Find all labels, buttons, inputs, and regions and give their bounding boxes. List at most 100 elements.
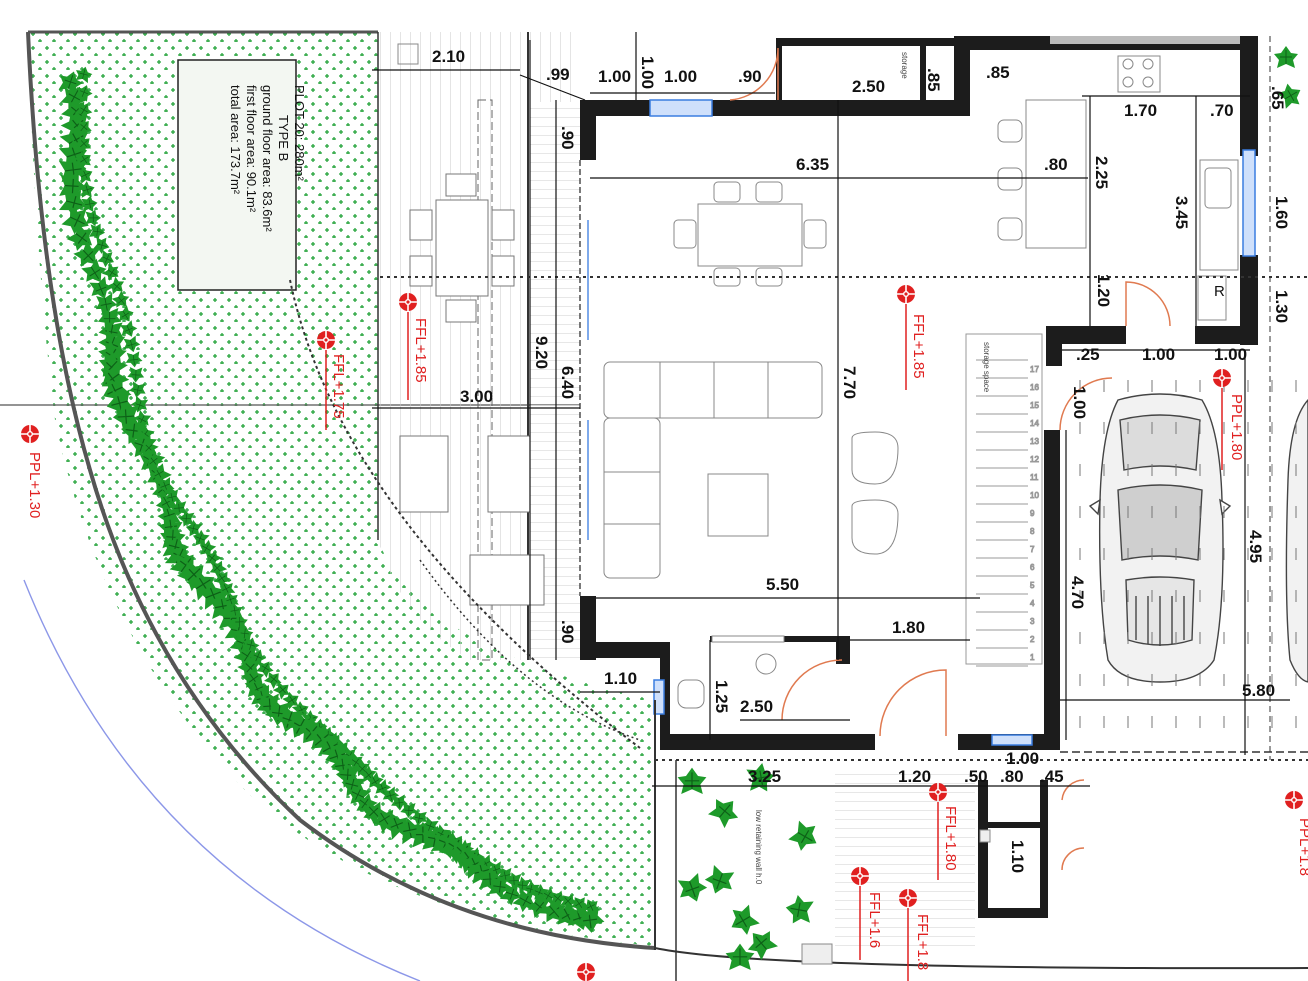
room-labels: storage storage space R low retaining wa… [754, 52, 1225, 885]
hedge-leaf [704, 791, 745, 832]
hedge-leaf [785, 816, 825, 857]
svg-text:FFL+1.85: FFL+1.85 [910, 314, 927, 379]
site-lines [289, 36, 1308, 981]
stair-number: 10 [1030, 491, 1039, 500]
dim-85-b: .85 [986, 63, 1010, 82]
dim-1-00-f: 1.00 [1006, 749, 1039, 768]
level-marker-garden: FFL+1.75 [316, 330, 347, 430]
ground-floor-area: ground floor area: 83.6m² [260, 85, 275, 232]
dimension-labels: 2.10 .99 1.00 1.00 .90 2.50 .85 1.70 .70… [432, 47, 1291, 873]
stair-frame [965, 333, 1043, 665]
stair-number: 13 [1030, 437, 1039, 446]
dim-1-00-d: 1.00 [1142, 345, 1175, 364]
car [1088, 393, 1232, 683]
dim-1-60: 1.60 [1272, 196, 1291, 229]
window-sill [1050, 36, 1240, 44]
level-marker-steps-1: FFL+1.6 [850, 866, 883, 960]
svg-text:FFL+1.80: FFL+1.80 [942, 806, 959, 871]
dim-65: .65 [1268, 86, 1287, 110]
dim-1-10: 1.10 [604, 669, 637, 688]
doors [729, 47, 1171, 871]
terrace-deck [377, 32, 580, 661]
level-marker-living: FFL+1.85 [896, 284, 927, 390]
svg-text:FFL+1.75: FFL+1.75 [330, 354, 347, 419]
stair-number: 3 [1030, 617, 1035, 626]
dim-6-40: 6.40 [558, 366, 577, 399]
dim-1-30: 1.30 [1272, 290, 1291, 323]
stair-number: 7 [1030, 545, 1035, 554]
dim-1-70: 1.70 [1124, 101, 1157, 120]
level-marker-right: PPL+1.8 [1284, 790, 1308, 876]
level-markers: FFL+1.85 FFL+1.75 FFL+1.85 PPL+1.30 PPL+… [20, 284, 1308, 981]
dim-7-70: 7.70 [840, 366, 859, 399]
dim-3-45: 3.45 [1172, 196, 1191, 229]
stair-number: 1 [1030, 653, 1035, 662]
dim-4-70: 4.70 [1068, 576, 1087, 609]
dim-50: .50 [964, 767, 988, 786]
storage-space-label: storage space [982, 342, 991, 393]
stair-number: 2 [1030, 635, 1035, 644]
dim-9-20: 9.20 [532, 336, 551, 369]
stair-number: 17 [1030, 365, 1039, 374]
dim-3-25: 3.25 [748, 767, 781, 786]
dim-90-c: .90 [558, 620, 577, 644]
dim-70: .70 [1210, 101, 1234, 120]
dim-90-b: .90 [558, 126, 577, 150]
hedge-leaf [676, 766, 708, 795]
dim-4-95: 4.95 [1246, 530, 1265, 563]
dim-25: .25 [1076, 345, 1100, 364]
dim-1-20-v: 1.20 [1094, 274, 1113, 307]
hedge-leaf [700, 863, 739, 900]
entrance-steps [801, 770, 991, 965]
plot-title: PLOT 20: 280m² [292, 85, 307, 182]
steps-note: low retaining wall h.0 [754, 810, 763, 885]
dim-110: 1.10 [1008, 840, 1027, 873]
dining-table [673, 181, 827, 287]
stair-number: 9 [1030, 509, 1035, 518]
living-furniture [603, 361, 899, 579]
svg-text:PPL+1.8: PPL+1.8 [1296, 818, 1308, 876]
dim-45: .45 [1040, 767, 1064, 786]
dim-1-00-a: 1.00 [598, 67, 631, 86]
dim-2-50-b: 2.50 [740, 697, 773, 716]
dim-2-25: 2.25 [1092, 156, 1111, 189]
hedge-leaf [673, 871, 712, 908]
plot-type: TYPE B [276, 115, 291, 161]
first-floor-area: first floor area: 90.1m² [244, 85, 259, 213]
dim-80-b: .80 [1000, 767, 1024, 786]
stair-number: 5 [1030, 581, 1035, 590]
dim-5-80: 5.80 [1242, 681, 1275, 700]
stair-number: 11 [1030, 473, 1039, 482]
level-marker-terrace: FFL+1.85 [398, 292, 429, 400]
total-area: total area: 173.7m² [228, 85, 243, 195]
level-marker-entry: FFL+1.80 [928, 782, 959, 880]
dim-1-00-c: 1.00 [1070, 386, 1089, 419]
svg-text:PPL+1.30: PPL+1.30 [26, 452, 43, 518]
svg-text:PPL+1.80: PPL+1.80 [1228, 394, 1245, 460]
dim-1-80: 1.80 [892, 618, 925, 637]
dim-1-25: 1.25 [712, 680, 731, 713]
dim-2-10: 2.10 [432, 47, 465, 66]
dim-6-35: 6.35 [796, 155, 829, 174]
walls [580, 36, 1258, 918]
hedge-leaf [1273, 45, 1299, 69]
svg-text:FFL+1.6: FFL+1.6 [866, 892, 883, 948]
dim-5-50: 5.50 [766, 575, 799, 594]
car-partial [1285, 398, 1308, 683]
glazing [649, 99, 1256, 746]
dim-99: .99 [546, 65, 570, 84]
svg-text:FFL+1.85: FFL+1.85 [412, 318, 429, 383]
storage-label: storage [900, 52, 909, 79]
stair-number: 15 [1030, 401, 1039, 410]
svg-text:FFL+1.8: FFL+1.8 [914, 914, 931, 970]
dimension-lines [372, 32, 1290, 787]
hedge-leaf [782, 892, 815, 927]
stair-number: 16 [1030, 383, 1039, 392]
garage-hatch [1079, 380, 1297, 728]
stair-number: 12 [1030, 455, 1039, 464]
dim-80: .80 [1044, 155, 1068, 174]
level-marker-garage: PPL+1.80 [1212, 368, 1245, 470]
dim-85-a: .85 [924, 68, 943, 92]
